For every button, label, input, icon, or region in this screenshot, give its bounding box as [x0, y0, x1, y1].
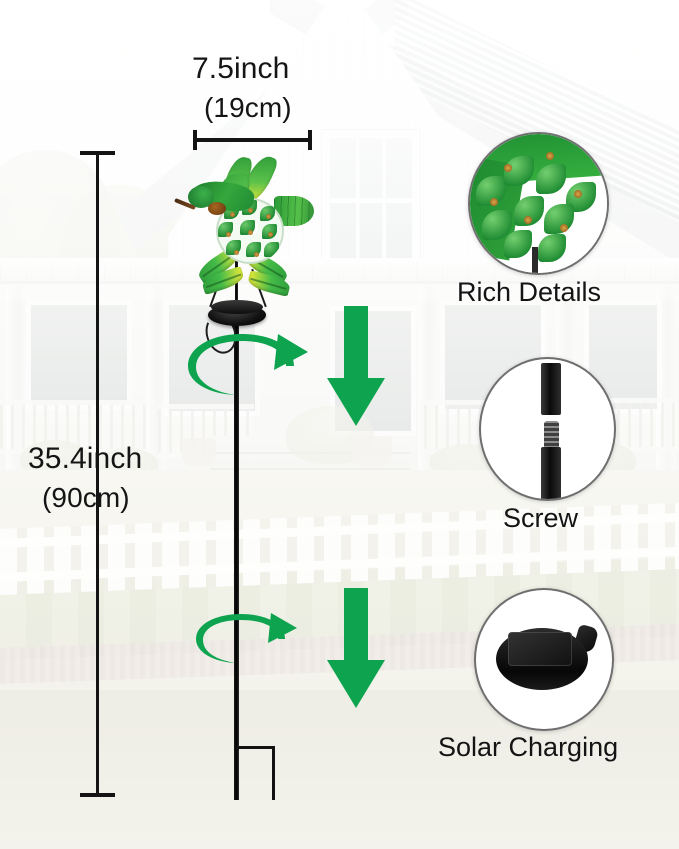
stake-prong-horizontal: [236, 746, 275, 749]
height-dimension-line: [96, 152, 99, 796]
height-cm-label: (90cm): [42, 482, 130, 513]
callout-solar-charging: [474, 588, 614, 731]
solar-cap-top: [211, 300, 263, 314]
solar-cell: [508, 632, 572, 666]
rotation-arrow-top: [188, 334, 308, 395]
pole-segment: [541, 447, 561, 499]
height-dimension-cap-top: [80, 151, 115, 155]
callout-label-solar-charging: Solar Charging: [438, 732, 619, 762]
hummingbird-spinner: [174, 151, 316, 270]
callout-label-rich-details: Rich Details: [457, 277, 602, 307]
bird-tail: [274, 196, 314, 226]
bird-throat: [208, 202, 226, 215]
width-dimension-cap-right: [308, 130, 312, 150]
threaded-pole-icon: [541, 363, 561, 415]
down-arrow-top: [327, 306, 385, 426]
stake-pole: [234, 300, 239, 800]
height-dimension-cap-bottom: [80, 793, 115, 797]
stake-prong-vertical: [272, 746, 275, 800]
bird-head: [188, 186, 214, 208]
screw-thread: [544, 421, 559, 451]
height-inch-label: 35.4inch: [28, 442, 143, 475]
width-inch-label: 7.5inch: [192, 52, 290, 85]
rotation-arrow-bottom: [196, 613, 297, 663]
callout-label-screw: Screw: [503, 503, 579, 533]
width-cm-label: (19cm): [204, 92, 292, 123]
width-dimension-bar: [193, 138, 312, 142]
callout-rich-details: [468, 132, 609, 275]
callout-screw: [479, 357, 616, 501]
width-dimension-cap-left: [193, 130, 197, 150]
down-arrow-bottom: [327, 588, 385, 708]
